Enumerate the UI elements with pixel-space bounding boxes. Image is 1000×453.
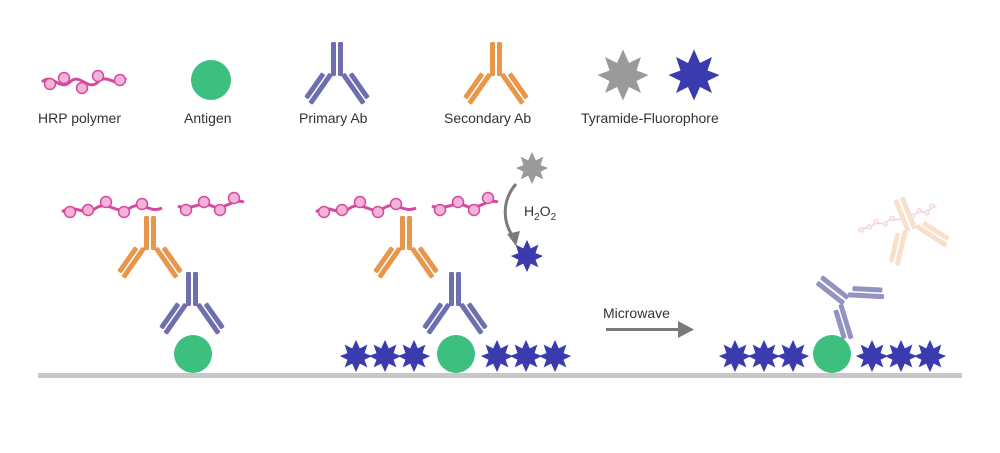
fluorophore-star bbox=[776, 339, 810, 373]
hrp-polymer-chain-2 bbox=[314, 191, 500, 219]
panel-3-stripped bbox=[718, 185, 954, 373]
antigen-3 bbox=[813, 335, 851, 373]
antigen-2 bbox=[437, 335, 475, 373]
hrp-polymer-icon bbox=[40, 69, 128, 95]
microwave-label: Microwave bbox=[603, 305, 670, 321]
primary-antibody-1 bbox=[157, 272, 227, 335]
microwave-arrow-head bbox=[678, 321, 694, 338]
tyramide-gray-star bbox=[515, 151, 549, 185]
fluorophore-star bbox=[884, 339, 918, 373]
detached-primary-antibody bbox=[798, 253, 890, 346]
activated-fluorophore-star bbox=[510, 239, 544, 273]
antigen-icon bbox=[191, 60, 231, 100]
h2o2-label: H2O2 bbox=[524, 203, 557, 223]
tissue-surface bbox=[38, 373, 962, 378]
legend-hrp-polymer: HRP polymer bbox=[38, 69, 128, 126]
antigen-1 bbox=[174, 335, 212, 373]
legend-secondary-label: Secondary Ab bbox=[444, 110, 531, 126]
fluorophore-star bbox=[509, 339, 543, 373]
reaction-arrow bbox=[503, 183, 518, 239]
reaction-arrow-head bbox=[507, 231, 520, 246]
legend-antigen: Antigen bbox=[184, 60, 231, 126]
secondary-antibody-2 bbox=[371, 216, 441, 279]
tyramide-gray-icon bbox=[597, 49, 649, 101]
legend-antigen-label: Antigen bbox=[184, 110, 231, 126]
legend-tyramide: Tyramide-Fluorophore bbox=[581, 49, 720, 126]
primary-antibody-icon bbox=[302, 42, 372, 105]
fluorophore-star bbox=[480, 339, 514, 373]
fluorophore-star bbox=[913, 339, 947, 373]
fluorophore-star bbox=[397, 339, 431, 373]
microwave-arrow bbox=[606, 328, 680, 331]
legend-secondary-ab: Secondary Ab bbox=[444, 42, 531, 126]
legend: HRP polymer Antigen Primary Ab Secondary… bbox=[38, 42, 720, 126]
primary-antibody-2 bbox=[420, 272, 490, 335]
fluorophore-star bbox=[368, 339, 402, 373]
fluorophore-star bbox=[538, 339, 572, 373]
fluorophore-star bbox=[339, 339, 373, 373]
panel-2-amplification: H2O2 bbox=[314, 151, 572, 373]
hrp-polymer-chain-1 bbox=[60, 191, 246, 219]
legend-primary-label: Primary Ab bbox=[299, 110, 368, 126]
microwave-step: Microwave bbox=[603, 305, 694, 338]
secondary-antibody-1 bbox=[115, 216, 185, 279]
fluorophore-star bbox=[747, 339, 781, 373]
fluorophore-star-icon bbox=[668, 49, 720, 101]
detached-secondary-complex bbox=[855, 185, 954, 270]
panel-1-binding bbox=[60, 191, 246, 373]
fluorophore-star bbox=[855, 339, 889, 373]
legend-primary-ab: Primary Ab bbox=[299, 42, 372, 126]
legend-hrp-label: HRP polymer bbox=[38, 110, 121, 126]
secondary-antibody-icon bbox=[461, 42, 531, 105]
legend-tyramide-label: Tyramide-Fluorophore bbox=[581, 110, 719, 126]
fluorophore-star bbox=[718, 339, 752, 373]
